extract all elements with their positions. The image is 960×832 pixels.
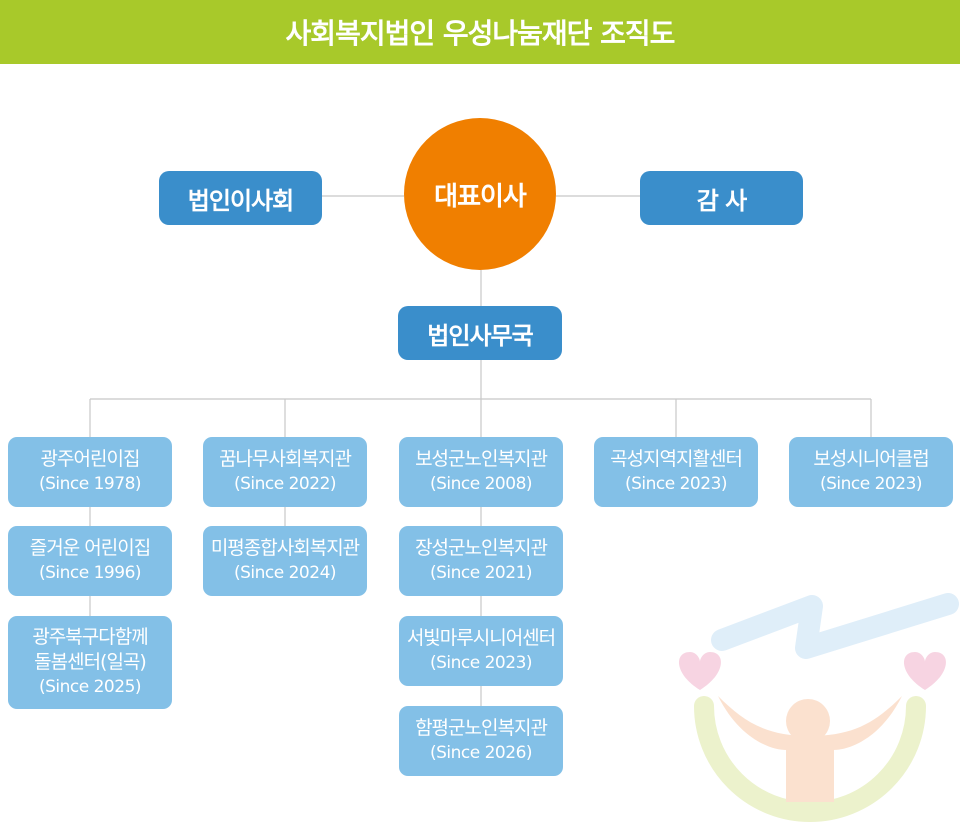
office-label: 법인사무국 [427,321,533,350]
facility-box: 꿈나무사회복지관 (Since 2022) [203,437,367,507]
facility-name: 미평종합사회복지관 [210,537,360,559]
facility-since: (Since 2023) [624,474,728,494]
facility-box: 광주어린이집 (Since 1978) [8,437,172,507]
facility-name: 꿈나무사회복지관 [219,448,352,470]
facility-box: 미평종합사회복지관 (Since 2024) [203,526,367,596]
facility-name: 광주어린이집 [40,448,141,470]
facility-since: (Since 2026) [429,743,533,763]
facility-box: 보성군노인복지관 (Since 2008) [399,437,563,507]
facility-box: 보성시니어클럽 (Since 2023) [789,437,953,507]
facility-since: (Since 2025) [38,677,142,697]
ceo-circle: 대표이사 [404,118,556,270]
facility-since: (Since 1978) [38,474,142,494]
facility-box: 장성군노인복지관 (Since 2021) [399,526,563,596]
facility-name: 서빛마루시니어센터 [406,627,556,649]
facility-since: (Since 2021) [429,563,533,583]
facility-name: 보성시니어클럽 [813,448,929,470]
facility-name: 보성군노인복지관 [415,448,548,470]
facility-name: 곡성지역지활센터 [610,448,743,470]
facility-since: (Since 2024) [233,563,337,583]
person-with-hearts-logo-icon [679,593,959,822]
facility-name: 함평군노인복지관 [415,717,548,739]
facility-since: (Since 2008) [429,474,533,494]
facility-name: 즐거운 어린이집 [29,537,151,559]
facility-since: (Since 2023) [819,474,923,494]
office-box: 법인사무국 [398,306,562,360]
auditor-label: 감 사 [696,186,748,215]
board-box: 법인이사회 [159,171,322,225]
facility-box: 광주북구다함께 돌봄센터(일곡) (Since 2025) [8,616,172,709]
facility-name-line2: 돌봄센터(일곡) [34,651,147,673]
facility-since: (Since 1996) [38,563,142,583]
facility-name: 장성군노인복지관 [415,537,548,559]
facility-since: (Since 2023) [429,653,533,673]
facility-box: 함평군노인복지관 (Since 2026) [399,706,563,776]
facility-box: 즐거운 어린이집 (Since 1996) [8,526,172,596]
board-label: 법인이사회 [187,186,294,215]
ceo-label: 대표이사 [434,181,527,212]
facility-box: 곡성지역지활센터 (Since 2023) [594,437,758,507]
facility-box: 서빛마루시니어센터 (Since 2023) [399,616,563,686]
auditor-box: 감 사 [640,171,803,225]
facility-since: (Since 2022) [233,474,337,494]
chart-title: 사회복지법인 우성나눔재단 조직도 [0,0,960,64]
facility-name-line1: 광주북구다함께 [32,626,148,648]
